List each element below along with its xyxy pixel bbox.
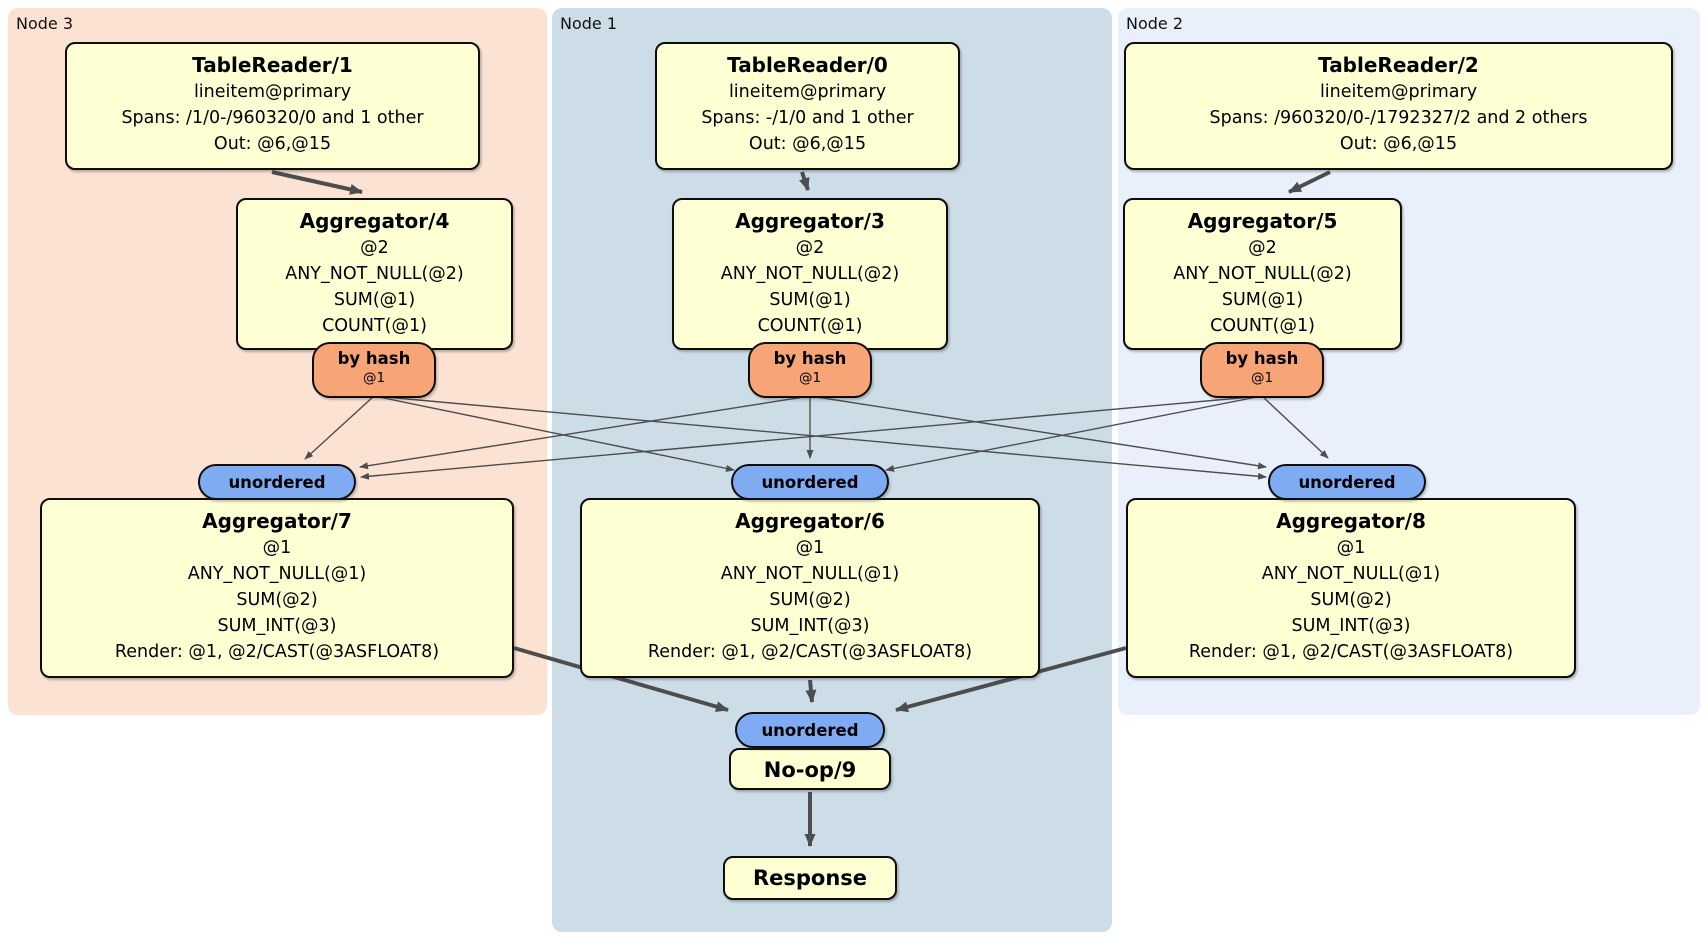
processor-line: lineitem@primary: [1319, 82, 1478, 102]
router-by-hash-left: by hash @1: [312, 342, 436, 398]
processor-line: lineitem@primary: [728, 82, 887, 102]
edge-router-right-sync-final-right: [1261, 395, 1329, 459]
edge-router-middle-sync-right: [809, 395, 1267, 470]
processor-line: Spans: -/1/0 and 1 other: [701, 108, 914, 128]
processor-tablereader-1: TableReader/1 lineitem@primary Spans: /1…: [65, 42, 480, 170]
processor-tablereader-0: TableReader/0 lineitem@primary Spans: -/…: [655, 42, 960, 170]
processor-line: ANY_NOT_NULL(@2): [1173, 264, 1352, 284]
processor-aggregator-3: Aggregator/3 @2 ANY_NOT_NULL(@2) SUM(@1)…: [672, 198, 948, 350]
sync-unordered-middle: unordered: [731, 464, 889, 500]
processor-line: SUM_INT(@3): [1291, 616, 1411, 636]
processor-line: @2: [360, 238, 389, 258]
processor-aggregator-8: Aggregator/8 @1 ANY_NOT_NULL(@1) SUM(@2)…: [1126, 498, 1576, 678]
router-label: by hash: [1225, 349, 1299, 368]
processor-line: SUM(@2): [236, 590, 318, 610]
processor-response: Response: [723, 856, 897, 900]
edge-router-left-sync-left: [304, 395, 375, 460]
processor-line: Out: @6,@15: [213, 134, 332, 154]
router-detail: @1: [798, 370, 822, 386]
processor-line: Render: @1, @2/CAST(@3ASFLOAT8): [114, 642, 440, 662]
edge-router-left-sync-middle: [373, 395, 735, 472]
processor-line: Out: @6,@15: [748, 134, 867, 154]
processor-line: ANY_NOT_NULL(@1): [720, 564, 900, 584]
processor-noop-9: No-op/9: [729, 748, 891, 790]
processor-line: ANY_NOT_NULL(@1): [1261, 564, 1441, 584]
processor-title: Aggregator/4: [299, 209, 450, 233]
processor-line: SUM_INT(@3): [217, 616, 337, 636]
processor-line: @2: [1248, 238, 1277, 258]
processor-title: Response: [752, 866, 868, 890]
processor-line: @1: [795, 538, 825, 558]
processor-aggregator-6: Aggregator/6 @1 ANY_NOT_NULL(@1) SUM(@2)…: [580, 498, 1040, 678]
processor-title: Aggregator/8: [1276, 509, 1426, 533]
processor-line: Render: @1, @2/CAST(@3ASFLOAT8): [1188, 642, 1514, 662]
processor-line: SUM(@1): [1221, 290, 1304, 310]
processor-line: COUNT(@1): [322, 316, 427, 336]
processor-line: SUM(@1): [333, 290, 416, 310]
processor-aggregator-4: Aggregator/4 @2 ANY_NOT_NULL(@2) SUM(@1)…: [236, 198, 513, 350]
node-group-label: Node 3: [16, 14, 74, 33]
processor-line: Out: @6,@15: [1339, 134, 1458, 154]
sync-unordered-right: unordered: [1268, 464, 1426, 500]
router-label: by hash: [337, 349, 411, 368]
edge-router-right-sync-left: [360, 395, 1263, 480]
processor-line: SUM(@2): [769, 590, 851, 610]
processor-line: Spans: /960320/0-/1792327/2 and 2 others: [1209, 108, 1588, 128]
router-detail: @1: [1250, 370, 1274, 386]
processor-title: Aggregator/3: [735, 209, 885, 233]
processor-line: ANY_NOT_NULL(@2): [720, 264, 900, 284]
edge-router-middle-sync-left: [359, 395, 811, 470]
processor-line: SUM_INT(@3): [750, 616, 870, 636]
router-label: by hash: [773, 349, 847, 368]
router-detail: @1: [362, 370, 386, 386]
processor-aggregator-7: Aggregator/7 @1 ANY_NOT_NULL(@1) SUM(@2)…: [40, 498, 514, 678]
processor-line: ANY_NOT_NULL(@2): [285, 264, 464, 284]
node-group-label: Node 1: [560, 14, 618, 33]
processor-line: SUM(@1): [769, 290, 851, 310]
processor-line: COUNT(@1): [1210, 316, 1315, 336]
processor-title: No-op/9: [763, 758, 857, 782]
processor-title: TableReader/2: [1318, 53, 1479, 77]
edge-router-left-sync-right: [373, 395, 1267, 480]
edge-router-right-sync-middle: [885, 395, 1263, 472]
processor-line: @2: [795, 238, 825, 258]
processor-line: @1: [262, 538, 292, 558]
sync-unordered-left: unordered: [198, 464, 356, 500]
processor-line: Render: @1, @2/CAST(@3ASFLOAT8): [647, 642, 973, 662]
router-by-hash-middle: by hash @1: [748, 342, 872, 398]
edge-tr0-agg3: [798, 171, 810, 191]
router-by-hash-right: by hash @1: [1200, 342, 1324, 398]
edge-tr2-agg5: [1288, 170, 1331, 194]
processor-title: TableReader/0: [727, 53, 888, 77]
processor-aggregator-5: Aggregator/5 @2 ANY_NOT_NULL(@2) SUM(@1)…: [1123, 198, 1402, 350]
sync-unordered-final: unordered: [735, 712, 885, 748]
processor-line: Spans: /1/0-/960320/0 and 1 other: [121, 108, 424, 128]
processor-title: Aggregator/6: [735, 509, 885, 533]
processor-title: Aggregator/5: [1187, 209, 1338, 233]
processor-title: TableReader/1: [192, 53, 353, 77]
edge-agg6-sync-final: [805, 679, 817, 703]
processor-line: lineitem@primary: [193, 82, 352, 102]
processor-title: Aggregator/7: [202, 509, 352, 533]
edge-agg8-sync-final: [895, 646, 1127, 713]
edge-tr1-agg4: [271, 170, 363, 195]
processor-line: @1: [1336, 538, 1366, 558]
processor-tablereader-2: TableReader/2 lineitem@primary Spans: /9…: [1124, 42, 1673, 170]
processor-line: SUM(@2): [1310, 590, 1392, 610]
node-group-label: Node 2: [1126, 14, 1184, 33]
processor-line: ANY_NOT_NULL(@1): [187, 564, 367, 584]
edge-agg7-sync-final: [513, 646, 729, 712]
processor-line: COUNT(@1): [757, 316, 863, 336]
